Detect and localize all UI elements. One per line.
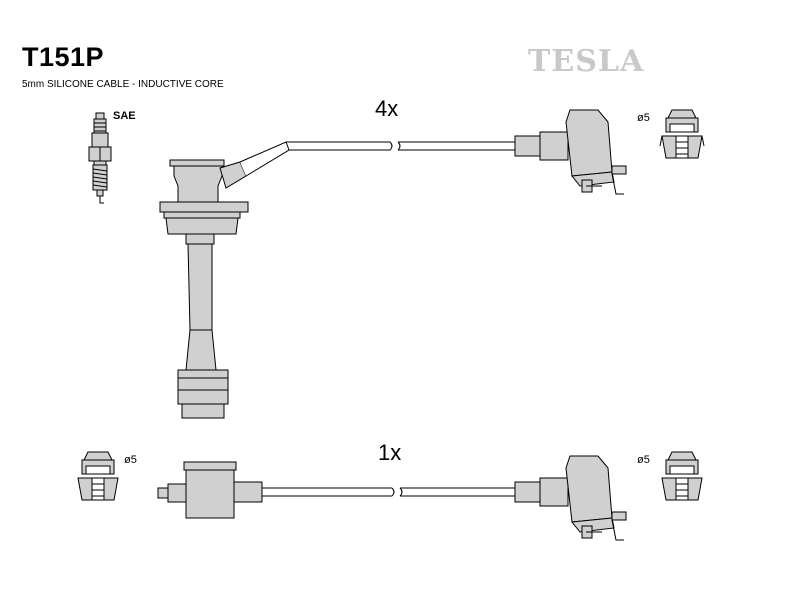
quantity-bottom-label: 1x: [378, 440, 402, 465]
coil-connector-top: [514, 109, 627, 195]
terminal-size-top-right-label: ø5: [637, 112, 650, 124]
spark-plug-boot-long: [159, 141, 290, 419]
spark-plug-type-label: SAE: [113, 110, 136, 122]
terminal-top-right-icon: [659, 109, 705, 159]
spark-plug-icon: [88, 112, 112, 204]
ignition-cable-bottom: [262, 487, 515, 497]
terminal-bottom-left-icon: [77, 451, 119, 501]
part-number: T151P: [22, 42, 105, 72]
terminal-size-bottom-left-label: ø5: [124, 454, 137, 466]
cable-description: 5mm SILICONE CABLE - INDUCTIVE CORE: [22, 79, 224, 90]
terminal-bottom-right-icon: [661, 451, 703, 501]
terminal-size-bottom-right-label: ø5: [637, 454, 650, 466]
ignition-cable-top: [286, 141, 515, 151]
quantity-top-label: 4x: [375, 96, 399, 121]
brand-logo: TESLA: [528, 44, 645, 79]
coil-connector-bottom-right: [514, 455, 627, 541]
coil-connector-bottom-left: [157, 461, 263, 519]
